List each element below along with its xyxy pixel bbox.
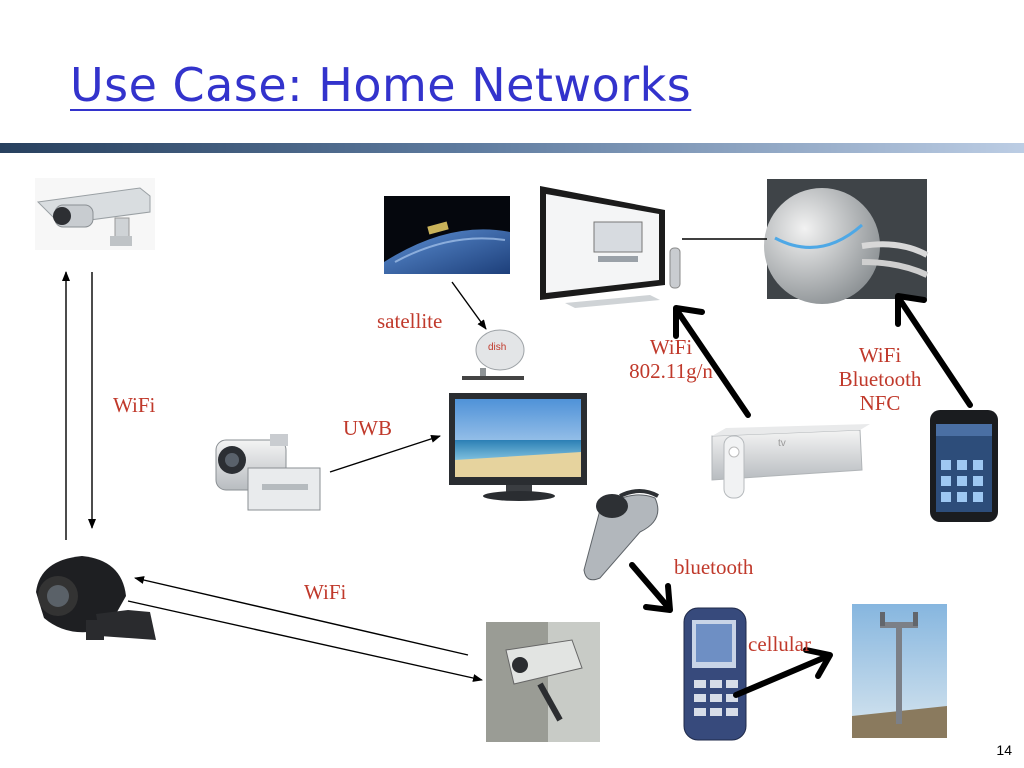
- title-divider: [0, 143, 1024, 153]
- wall-camera-photo: [486, 622, 600, 742]
- arrow-satellite-to-dish: [451, 281, 487, 330]
- satellite-dish-photo: dish: [462, 329, 525, 380]
- spherical-router-photo: [764, 179, 929, 304]
- label-wifi-bt-nfc-line1: WiFi: [858, 343, 902, 367]
- smartphone-photo: [930, 410, 998, 522]
- hifi-system-photo: [540, 186, 681, 308]
- label-satellite: satellite: [377, 309, 443, 333]
- label-wifi-802: WiFi 802.11g/n: [612, 335, 730, 383]
- label-wifi-bt-nfc-line2: Bluetooth: [838, 367, 922, 391]
- svg-text:dish: dish: [488, 342, 506, 353]
- label-uwb: UWB: [343, 416, 392, 440]
- thick-arrow-phone-to-router: [895, 293, 973, 408]
- label-wifi-802-line2: 802.11g/n: [629, 359, 713, 383]
- thick-arrow-headset-to-flipphone: [629, 562, 673, 613]
- svg-text:tv: tv: [778, 438, 786, 449]
- top-security-camera-photo: [35, 178, 155, 250]
- satellite-photo: [384, 196, 510, 274]
- arrow-dome-to-wall: [127, 600, 483, 682]
- camcorder-photo: [215, 434, 321, 511]
- thick-arrow-appletv-to-hifi: [673, 305, 751, 418]
- label-bluetooth: bluetooth: [674, 555, 754, 579]
- connection-lines: [62, 238, 767, 682]
- thick-arrows: [629, 293, 973, 698]
- apple-tv-photo: tv: [711, 424, 870, 499]
- label-wifi-cameras: WiFi: [113, 393, 156, 417]
- thick-arrow-flipphone-to-tower: [733, 647, 833, 698]
- bluetooth-headset-photo: [583, 489, 659, 581]
- label-wifi-outdoor: WiFi: [304, 580, 347, 604]
- flip-phone-photo: [683, 607, 747, 741]
- slide-title: Use Case: Home Networks: [70, 58, 692, 112]
- label-wifi-802-line1: WiFi: [649, 335, 693, 359]
- flat-tv-photo: [449, 393, 587, 501]
- label-wifi-bt-nfc-line3: NFC: [859, 391, 901, 415]
- page-number: 14: [996, 742, 1012, 758]
- label-cellular: cellular: [748, 632, 811, 656]
- dome-camera-photo: [36, 556, 156, 640]
- arrow-camcorder-to-tv: [329, 434, 441, 473]
- label-wifi-bt-nfc: WiFi Bluetooth NFC: [818, 343, 942, 415]
- cell-tower-photo: [852, 604, 947, 738]
- arrow-wall-to-dome: [134, 576, 469, 656]
